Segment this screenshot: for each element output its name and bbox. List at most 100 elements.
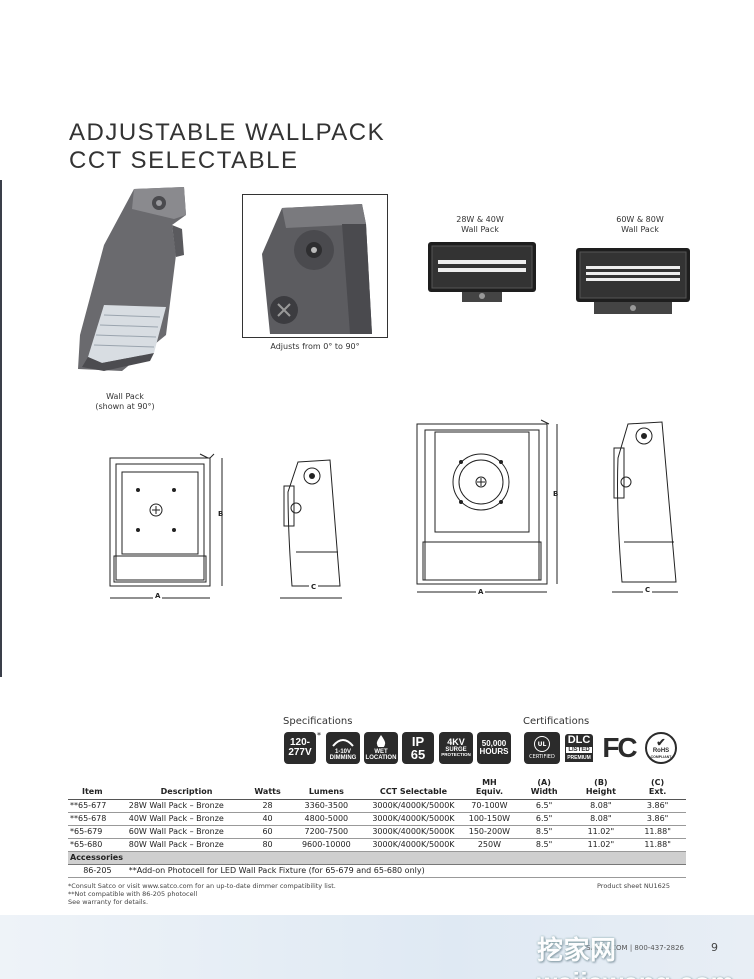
- title-line-1: ADJUSTABLE WALLPACK: [69, 119, 386, 146]
- header-height-label: Height: [585, 787, 616, 796]
- cell-watts: 80: [246, 838, 289, 852]
- header-watts: Watts: [246, 776, 289, 800]
- cell-watts: 60: [246, 825, 289, 839]
- rohs-text: RoHS: [652, 747, 670, 754]
- surge-badge-line-2: SURGE: [445, 747, 467, 754]
- dim-a-label-1: A: [153, 592, 163, 600]
- dim-b-label-2: B: [553, 490, 559, 498]
- hours-badge: 50,000 HOURS: [477, 732, 511, 764]
- cell-mh: 70-100W: [463, 799, 516, 813]
- header-lumens: Lumens: [288, 776, 364, 800]
- footnote-2: **Not compatible with 86-205 photocell: [68, 890, 198, 898]
- cell-height: 8.08": [572, 799, 630, 813]
- cell-item: *65-680: [68, 838, 127, 852]
- cell-ext: 3.86": [629, 812, 686, 826]
- cell-description: 40W Wall Pack – Bronze: [126, 812, 247, 826]
- large-fixture-front: [576, 248, 690, 314]
- voltage-badge-line-1: 120-: [289, 737, 310, 748]
- cell-description: 60W Wall Pack – Bronze: [126, 825, 247, 839]
- voltage-badge-line-2: 277V: [288, 747, 312, 758]
- header-width: (A)Width: [515, 776, 573, 800]
- cell-mh: 150-200W: [463, 825, 516, 839]
- small-fixture-caption-2: Wall Pack: [461, 225, 499, 234]
- large-fixture-caption-2: Wall Pack: [621, 225, 659, 234]
- watermark: 挖家网 wajiawang.com: [537, 935, 734, 979]
- fcc-logo: FC: [602, 732, 637, 763]
- cell-height: 8.08": [572, 812, 630, 826]
- table-row: *65-680 80W Wall Pack – Bronze 80 9600-1…: [68, 838, 686, 852]
- wallpack-caption-2: (shown at 90°): [95, 402, 155, 411]
- cell-cct: 3000K/4000K/5000K: [363, 812, 464, 826]
- header-equiv: Equiv.: [475, 787, 504, 796]
- dlc-logo-text: DLC: [564, 734, 594, 746]
- header-item: Item: [68, 776, 127, 800]
- cell-lumens: 3360-3500: [288, 799, 364, 813]
- cell-mh: 100-150W: [463, 812, 516, 826]
- dim-b-label-1: B: [218, 510, 224, 518]
- ul-certified-badge: UL CERTIFIED: [524, 732, 560, 764]
- accessories-header-row: Accessories: [68, 851, 686, 865]
- wallpack-caption-1: Wall Pack: [106, 392, 144, 401]
- ip65-badge-line-2: 65: [410, 747, 426, 762]
- product-spec-table: Item Description Watts Lumens CCT Select…: [68, 776, 686, 878]
- voltage-footnote-mark: *: [317, 731, 321, 740]
- hours-badge-line-1: 50,000: [481, 739, 507, 748]
- rohs-check-icon: ✔: [656, 736, 666, 749]
- surge-badge-line-1: 4KV: [447, 737, 465, 748]
- specifications-heading: Specifications: [283, 716, 353, 727]
- table-header-row: Item Description Watts Lumens CCT Select…: [68, 776, 686, 800]
- cell-height: 11.02": [572, 825, 630, 839]
- cell-lumens: 7200-7500: [288, 825, 364, 839]
- accessory-item: 86-205: [68, 864, 127, 878]
- footnote-3: See warranty for details.: [68, 898, 149, 906]
- drawing-small-front: [109, 453, 223, 599]
- accessory-row: 86-205 **Add-on Photocell for LED Wall P…: [68, 864, 686, 878]
- cell-cct: 3000K/4000K/5000K: [363, 825, 464, 839]
- header-a: (A): [537, 778, 551, 787]
- cell-description: 80W Wall Pack – Bronze: [126, 838, 247, 852]
- header-mh: MH: [482, 778, 497, 787]
- page-title: ADJUSTABLE WALLPACK CCT SELECTABLE: [69, 119, 385, 175]
- small-fixture-caption: 28W & 40W Wall Pack: [440, 215, 520, 235]
- cell-item: *65-679: [68, 825, 127, 839]
- cell-width: 8.5": [515, 838, 573, 852]
- accessories-label: Accessories: [68, 851, 686, 865]
- adjusts-caption: Adjusts from 0° to 90°: [270, 342, 360, 351]
- cell-lumens: 4800-5000: [288, 812, 364, 826]
- drawing-large-side: [612, 421, 678, 593]
- cell-ext: 11.88": [629, 825, 686, 839]
- rohs-logo-icon: ✔ RoHS COMPLIANT: [645, 732, 677, 764]
- cell-lumens: 9600-10000: [288, 838, 364, 852]
- dlc-premium-badge: DLC LISTED PREMIUM: [563, 732, 595, 764]
- header-cct: CCT Selectable: [363, 776, 464, 800]
- wallpack-caption: Wall Pack (shown at 90°): [80, 392, 170, 412]
- accessory-description: **Add-on Photocell for LED Wall Pack Fix…: [126, 864, 686, 878]
- dlc-listed-text: LISTED: [565, 746, 593, 754]
- voltage-badge: 120- 277V: [284, 732, 316, 764]
- cell-width: 6.5": [515, 799, 573, 813]
- drawing-large-front: [416, 419, 558, 593]
- cell-item: **65-677: [68, 799, 127, 813]
- header-b: (B): [594, 778, 608, 787]
- surge-badge: 4KV SURGE PROTECTION: [439, 732, 473, 764]
- water-drop-icon: [376, 735, 386, 747]
- product-sheet-number: Product sheet NU1625: [597, 882, 671, 890]
- drawing-small-side: [280, 459, 342, 599]
- dim-c-label-2: C: [643, 586, 653, 594]
- wet-location-badge-line-1: WET: [374, 749, 388, 755]
- large-fixture-caption-1: 60W & 80W: [616, 215, 664, 224]
- dimming-badge-line-2: DIMMING: [329, 755, 357, 761]
- header-width-label: Width: [530, 787, 558, 796]
- header-c: (C): [651, 778, 665, 787]
- ip65-badge-line-1: IP: [411, 734, 425, 749]
- cell-ext: 3.86": [629, 799, 686, 813]
- footnote-1: *Consult Satco or visit www.satco.com fo…: [68, 882, 336, 890]
- table-row: **65-678 40W Wall Pack – Bronze 40 4800-…: [68, 812, 686, 826]
- certifications-heading: Certifications: [523, 716, 590, 727]
- cell-description: 28W Wall Pack – Bronze: [126, 799, 247, 813]
- knuckle-closeup-photo: [242, 194, 388, 338]
- wet-location-badge: WET LOCATION: [364, 732, 398, 764]
- ul-certified-text: CERTIFIED: [529, 754, 555, 760]
- page-number: 9: [711, 941, 718, 954]
